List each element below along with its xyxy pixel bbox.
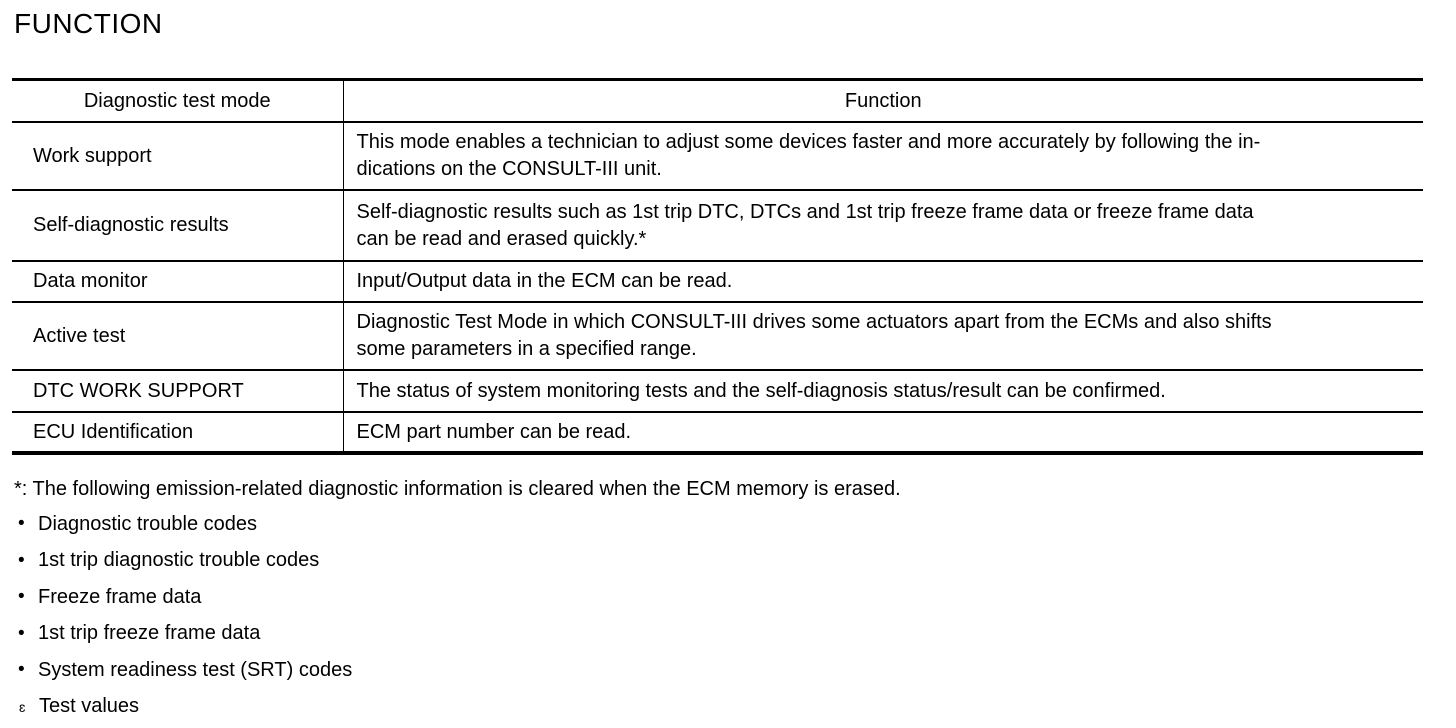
table-row: ECU Identification ECM part number can b… (12, 411, 1423, 453)
list-item-text: Diagnostic trouble codes (38, 512, 258, 535)
list-item-text: Test values (39, 695, 140, 718)
column-header-diagnostic-test-mode: Diagnostic test mode (83, 89, 271, 112)
diagnostic-function-table: Diagnostic test mode Function Work suppo… (12, 78, 1423, 455)
list-item: • Freeze frame data (18, 579, 1438, 616)
function-cell: ECM part number can be read. (342, 411, 1423, 453)
list-item: • System readiness test (SRT) codes (18, 652, 1438, 689)
table-footnote: *: The following emission-related diagno… (14, 478, 901, 500)
bullet-icon: • (18, 586, 25, 608)
function-cell: The status of system monitoring tests an… (342, 369, 1423, 412)
function-cell: Diagnostic Test Mode in which CONSULT-II… (342, 301, 1423, 370)
emission-info-list: • Diagnostic trouble codes • 1st trip di… (18, 506, 1438, 725)
list-item-text: 1st trip diagnostic trouble codes (38, 549, 320, 572)
bullet-icon: ɛ (19, 698, 26, 715)
table-row: Data monitor Input/Output data in the EC… (12, 260, 1423, 302)
bullet-icon: • (18, 659, 25, 681)
function-cell: Input/Output data in the ECM can be read… (342, 260, 1423, 302)
mode-cell: Self-diagnostic results (12, 189, 343, 261)
bullet-icon: • (18, 549, 25, 571)
mode-cell: Data monitor (12, 260, 343, 302)
mode-cell: Active test (12, 301, 343, 370)
table-row: Self-diagnostic results Self-diagnostic … (12, 189, 1423, 261)
list-item-text: 1st trip freeze frame data (38, 622, 261, 645)
list-item: • 1st trip freeze frame data (18, 616, 1438, 653)
list-item: ɛ Test values (18, 689, 1438, 726)
bullet-icon: • (18, 622, 25, 644)
list-item-text: Freeze frame data (38, 585, 202, 608)
list-item: • Diagnostic trouble codes (18, 506, 1438, 543)
function-cell: Self-diagnostic results such as 1st trip… (342, 189, 1423, 261)
page-title: FUNCTION (14, 8, 163, 39)
table-row: DTC WORK SUPPORT The status of system mo… (12, 369, 1423, 412)
mode-cell: ECU Identification (12, 411, 343, 453)
bullet-icon: • (18, 513, 25, 535)
mode-cell: DTC WORK SUPPORT (12, 369, 343, 412)
table-header-row: Diagnostic test mode Function (12, 79, 1423, 122)
table-row: Work support This mode enables a technic… (12, 121, 1423, 190)
table-row: Active test Diagnostic Test Mode in whic… (12, 301, 1423, 370)
list-item: • 1st trip diagnostic trouble codes (18, 543, 1438, 580)
list-item-text: System readiness test (SRT) codes (38, 658, 353, 681)
mode-cell: Work support (12, 121, 343, 190)
column-header-function: Function (342, 79, 1423, 122)
function-cell: This mode enables a technician to adjust… (342, 121, 1423, 190)
